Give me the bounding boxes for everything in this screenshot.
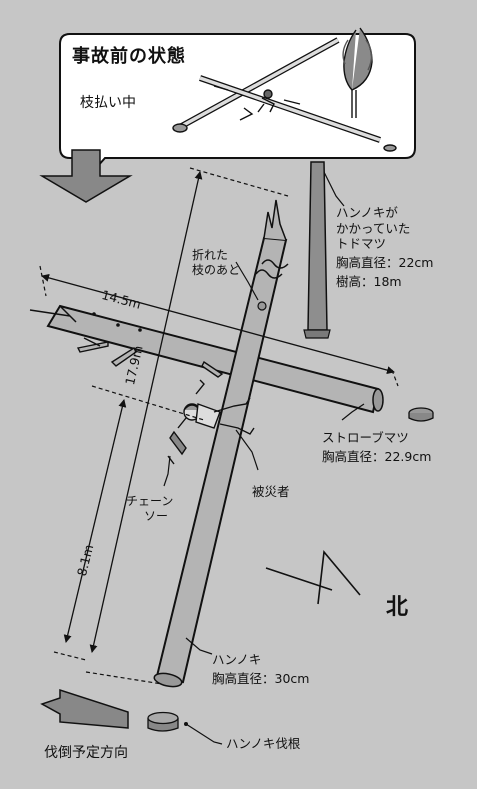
north-arrow-icon bbox=[265, 550, 361, 605]
alder-label-line: 胸高直径：30cm bbox=[212, 670, 310, 686]
north-label: 北 bbox=[386, 595, 409, 620]
left-arrow-icon bbox=[40, 688, 129, 729]
pine-log bbox=[29, 304, 384, 414]
chainsaw-label-line: チェーン bbox=[126, 494, 174, 508]
spruce-trunk bbox=[303, 161, 331, 339]
pine-label-line: ストローブマツ bbox=[322, 430, 409, 445]
inset-illustration bbox=[172, 27, 397, 152]
spruce-label: ハンノキが かかっていた トドマツ 胸高直径：22cm 樹高：18m bbox=[336, 205, 433, 289]
broken-branch-label: 折れた 枝のあと bbox=[192, 248, 240, 278]
alder-stump bbox=[147, 711, 179, 732]
alder-label: ハンノキ 胸高直径：30cm bbox=[212, 652, 309, 686]
spruce-label-line: ハンノキが bbox=[336, 205, 398, 220]
leader-lines bbox=[163, 171, 365, 745]
spruce-label-line: トドマツ bbox=[336, 236, 387, 252]
fell-direction-label: 伐倒予定方向 bbox=[44, 745, 128, 761]
inset-title: 事故前の状態 bbox=[72, 46, 186, 67]
broken-branch-line: 折れた bbox=[192, 248, 229, 262]
spruce-label-line: かかっていた bbox=[336, 220, 411, 236]
spruce-label-line: 胸高直径：22cm bbox=[336, 254, 434, 270]
pine-label: ストローブマツ 胸高直径：22.9cm bbox=[322, 430, 431, 464]
broken-branch-line: 枝のあと bbox=[192, 263, 241, 277]
chainsaw-label-line: ソー bbox=[144, 509, 169, 523]
stump-label: ハンノキ伐根 bbox=[226, 736, 301, 751]
victim-distance-dimension bbox=[63, 399, 127, 643]
victim-label: 被災者 bbox=[252, 484, 290, 499]
pine-label-line: 胸高直径：22.9cm bbox=[322, 448, 432, 464]
pine-stump bbox=[408, 407, 434, 422]
alder-label-line: ハンノキ bbox=[212, 652, 262, 667]
spruce-label-line: 樹高：18m bbox=[336, 273, 402, 289]
chainsaw-label: チェーン ソー bbox=[126, 494, 173, 524]
inset-subtitle: 枝払い中 bbox=[80, 95, 136, 111]
